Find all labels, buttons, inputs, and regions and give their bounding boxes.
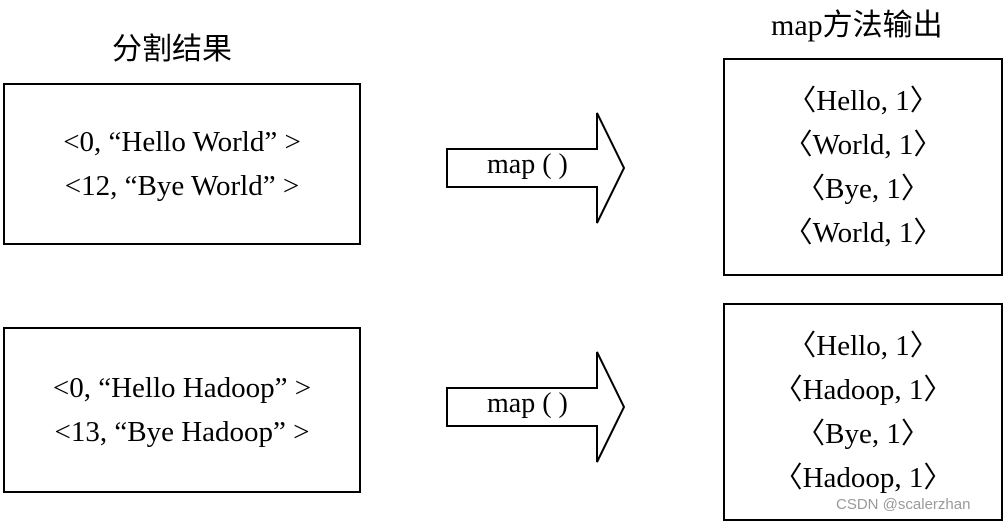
map-arrow-1 [446, 112, 626, 224]
arrow-shape [446, 351, 626, 463]
map-arrow-label-1: map ( ) [487, 149, 568, 180]
map-arrow-label-2: map ( ) [487, 388, 568, 419]
split-result-box-1: <0, “Hello World” > <12, “Bye World” > [3, 83, 361, 245]
map-output-heading: map方法输出 [771, 9, 943, 42]
map-pair: 〈Bye, 1〉 [796, 173, 930, 205]
split-record: <12, “Bye World” > [64, 170, 300, 202]
csdn-watermark: CSDN @scalerzhan [836, 496, 971, 513]
map-pair: 〈Hello, 1〉 [787, 330, 939, 362]
split-record: <0, “Hello Hadoop” > [52, 372, 312, 404]
map-pair: 〈Hello, 1〉 [787, 85, 939, 117]
map-pair: 〈Hadoop, 1〉 [773, 462, 953, 494]
split-result-heading: 分割结果 [112, 33, 232, 66]
split-result-box-2: <0, “Hello Hadoop” > <13, “Bye Hadoop” > [3, 327, 361, 493]
map-output-box-1: 〈Hello, 1〉 〈World, 1〉 〈Bye, 1〉 〈World, 1… [723, 58, 1003, 276]
map-pair: 〈Bye, 1〉 [796, 418, 930, 450]
split-record: <0, “Hello World” > [63, 126, 301, 158]
split-record: <13, “Bye Hadoop” > [54, 416, 310, 448]
map-output-box-2: 〈Hello, 1〉 〈Hadoop, 1〉 〈Bye, 1〉 〈Hadoop,… [723, 303, 1003, 521]
map-pair: 〈World, 1〉 [783, 217, 943, 249]
arrow-shape [446, 112, 626, 224]
map-pair: 〈World, 1〉 [783, 129, 943, 161]
map-pair: 〈Hadoop, 1〉 [773, 374, 953, 406]
map-arrow-2 [446, 351, 626, 463]
